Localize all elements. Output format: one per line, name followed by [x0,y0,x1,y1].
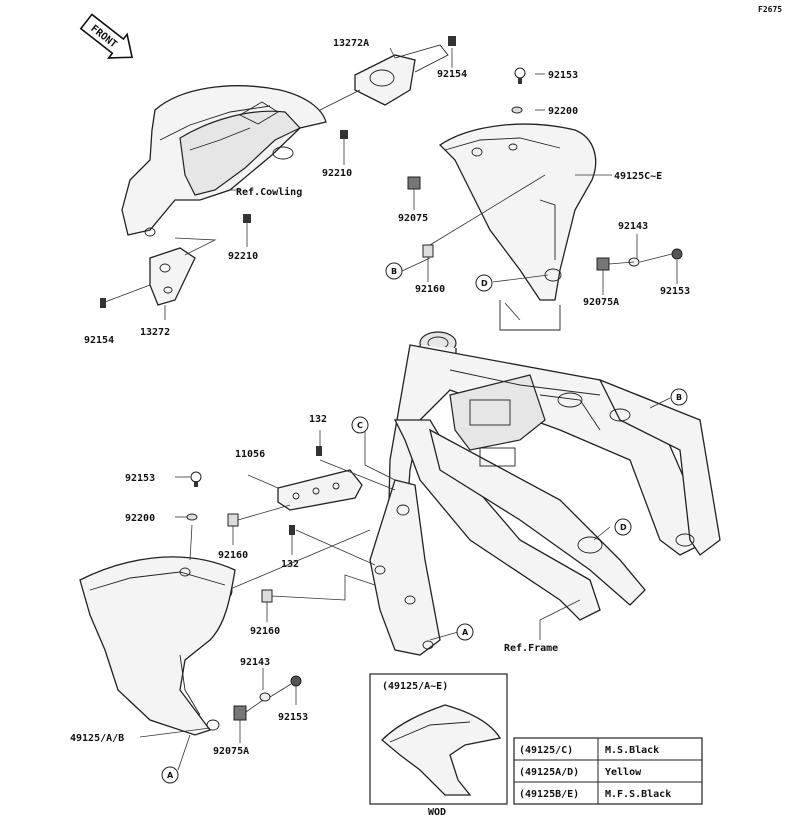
label-ref-cowling: Ref.Cowling [236,186,302,198]
bolt-icon [243,214,251,223]
callout-a-cover: A [161,766,179,784]
callout-d-top: D [475,274,493,292]
label-92200-l: 92200 [125,513,155,524]
label-13272A: 13272A [333,38,369,49]
table-row-3-color: M.F.S.Black [605,789,671,800]
callout-a-cover-text: A [167,771,174,780]
bolt-icon [340,130,348,139]
inset-panel: (49125/A~E) WOD [369,673,508,818]
label-49125C-E: 49125C~E [614,171,662,182]
label-132-a: 132 [309,414,327,425]
bolt-icon [289,525,295,535]
inset-caption: WOD [428,807,446,818]
bracket-13272 [149,247,196,306]
label-92143-r: 92143 [618,221,648,232]
callout-d-top-text: D [481,279,488,288]
inset-title: (49125/A~E) [382,681,448,692]
callout-d-frame: D [614,518,632,536]
label-92075: 92075 [398,213,428,224]
callout-a-frame: A [456,623,474,641]
table-row-1-color: M.S.Black [605,745,659,756]
side-cover-left [79,556,236,736]
label-92154-l: 92154 [84,335,114,346]
side-cover-right [438,123,597,301]
label-92153-l2: 92153 [278,712,308,723]
label-49125-AB: 49125/A/B [70,733,124,744]
collar-icon [422,244,434,258]
table-row-1-code: (49125/C) [519,745,573,756]
label-92154-top: 92154 [437,69,467,80]
grommet-icon [407,176,421,190]
front-arrow-icon: FRONT [79,13,134,59]
label-92210-b: 92210 [228,251,258,262]
label-92200-tr: 92200 [548,106,578,117]
callout-c-frame-text: C [357,421,363,430]
label-92160-b: 92160 [250,626,280,637]
callout-b-top: B [385,262,403,280]
label-92143-l: 92143 [240,657,270,668]
label-11056: 11056 [235,449,265,460]
label-92160-r: 92160 [415,284,445,295]
label-92153-r: 92153 [660,286,690,297]
screw-icon [671,248,683,260]
table-row-2-code: (49125A/D) [519,767,579,778]
collar-icon [261,589,273,603]
bolt-icon [316,446,322,456]
label-132-b: 132 [281,559,299,570]
inner-cowling-left [121,85,327,237]
bracket-11056 [277,469,363,511]
label-92075A-r: 92075A [583,297,619,308]
bolt-icon [100,298,106,308]
color-table: (49125/C) M.S.Black (49125A/D) Yellow (4… [513,737,703,805]
collar-icon [227,513,239,527]
bolt-icon [448,36,456,46]
table-row-2-color: Yellow [605,767,642,778]
label-92153-tr: 92153 [548,70,578,81]
callout-d-frame-text: D [620,523,627,532]
washer-icon [511,106,523,114]
label-92210-a: 92210 [322,168,352,179]
frame-side-bracket [369,479,441,656]
label-13272: 13272 [140,327,170,338]
bracket-13272A [354,44,449,106]
callout-a-frame-text: A [462,628,469,637]
motorcycle-frame [387,300,721,621]
washer-icon [186,513,198,521]
table-row-3-code: (49125B/E) [519,789,579,800]
label-ref-frame: Ref.Frame [504,643,558,654]
label-92153-l: 92153 [125,473,155,484]
screw-icon [290,675,302,687]
grommet-icon [233,705,247,721]
washer-icon [259,692,271,702]
callout-b-top-text: B [391,267,397,276]
figure-code: F2675 [758,5,782,14]
label-92160-a: 92160 [218,550,248,561]
screw-icon [514,67,526,84]
callout-c-frame: C [351,416,369,434]
callout-b-frame: B [670,388,688,406]
grommet-icon [596,257,610,271]
label-92075A-l: 92075A [213,746,249,757]
callout-b-frame-text: B [676,393,682,402]
screw-icon [190,471,202,487]
